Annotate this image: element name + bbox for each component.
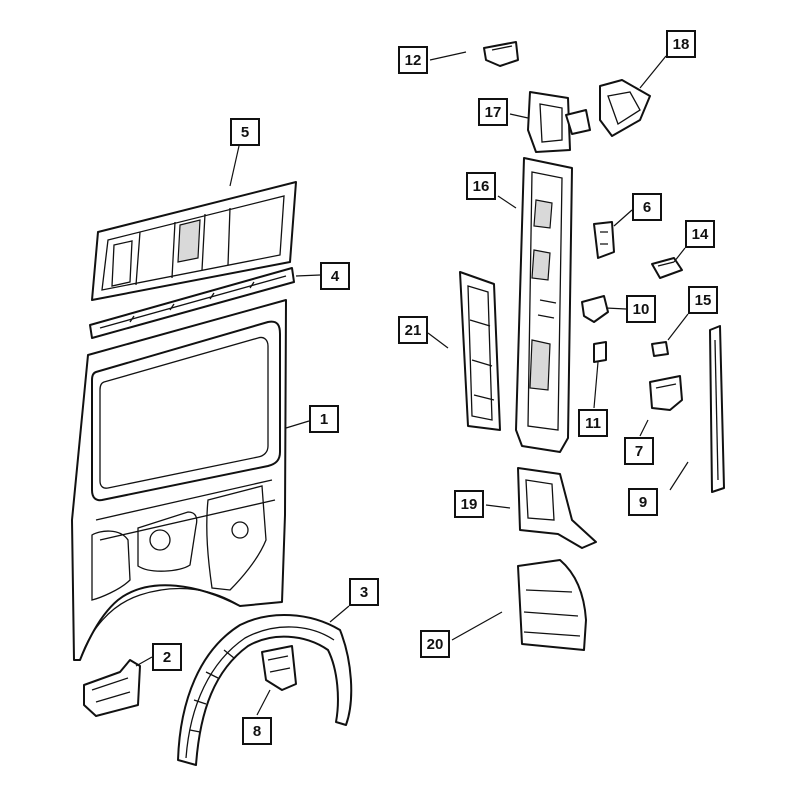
part-14-clip: [651, 257, 683, 279]
part-17-pillar-cap: [527, 91, 591, 153]
part-8-bracket: [261, 645, 297, 691]
callout-8: 8: [242, 717, 272, 745]
callout-18: 18: [666, 30, 696, 58]
callout-7: 7: [624, 437, 654, 465]
callout-9: 9: [628, 488, 658, 516]
callout-2: 2: [152, 643, 182, 671]
part-9-rail: [709, 325, 725, 493]
part-11-clip: [593, 341, 607, 363]
part-5-upper-frame: [91, 181, 297, 301]
part-7-bracket: [649, 375, 683, 411]
callout-3: 3: [349, 578, 379, 606]
part-16-b-pillar: [515, 157, 573, 453]
part-15-clip: [651, 341, 669, 357]
callout-14: 14: [685, 220, 715, 248]
part-21-reinforcement: [459, 271, 501, 431]
part-20-lower-panel: [517, 559, 587, 651]
part-19-pillar-base: [517, 467, 597, 549]
part-2-bracket: [83, 659, 141, 717]
part-6-bracket: [593, 221, 615, 259]
callout-16: 16: [466, 172, 496, 200]
part-3-wheelhouse: [177, 613, 353, 766]
leader-lines: [135, 51, 689, 716]
callout-20: 20: [420, 630, 450, 658]
part-18-corner-bracket: [599, 79, 651, 137]
callout-12: 12: [398, 46, 428, 74]
callout-6: 6: [632, 193, 662, 221]
part-4-header-rail: [89, 267, 295, 339]
part-10-bracket: [581, 295, 609, 323]
callout-17: 17: [478, 98, 508, 126]
callout-11: 11: [578, 409, 608, 437]
callout-4: 4: [320, 262, 350, 290]
callout-10: 10: [626, 295, 656, 323]
part-12-clip: [483, 41, 519, 67]
part-1-side-panel: [71, 299, 287, 661]
callout-21: 21: [398, 316, 428, 344]
callout-5: 5: [230, 118, 260, 146]
callout-1: 1: [309, 405, 339, 433]
callout-15: 15: [688, 286, 718, 314]
callout-19: 19: [454, 490, 484, 518]
